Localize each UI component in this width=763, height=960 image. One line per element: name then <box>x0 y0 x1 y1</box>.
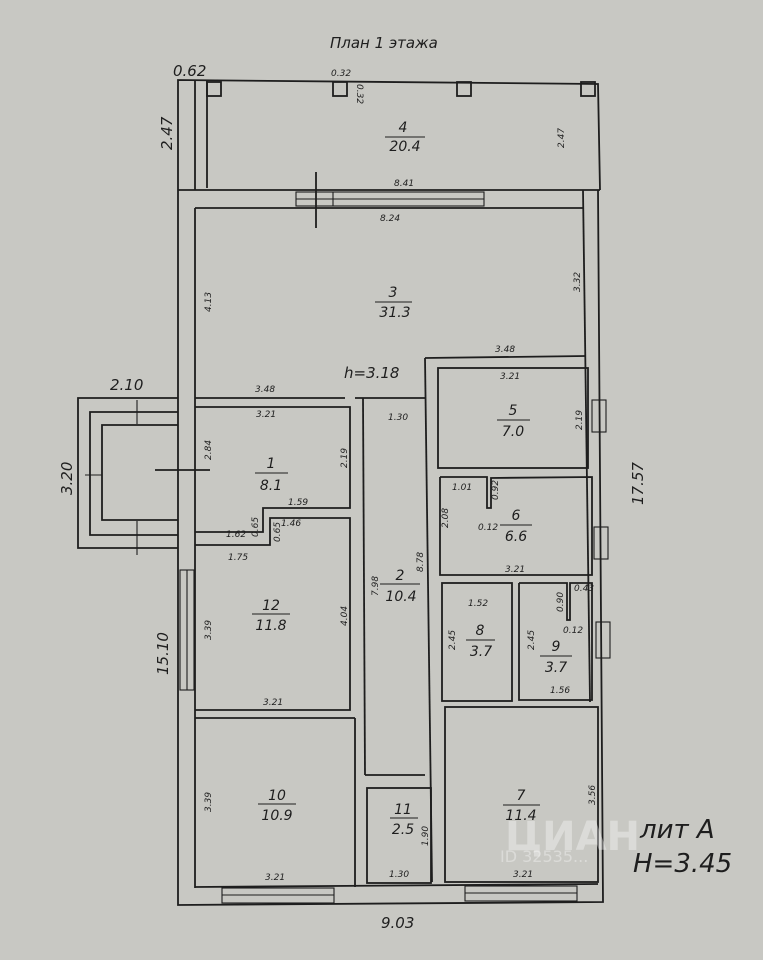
svg-text:0.32: 0.32 <box>354 84 364 104</box>
svg-text:2.19: 2.19 <box>575 410 585 430</box>
svg-text:3.48: 3.48 <box>495 345 515 355</box>
svg-text:8.41: 8.41 <box>394 179 414 189</box>
svg-text:0.90: 0.90 <box>556 592 566 612</box>
svg-text:3.21: 3.21 <box>263 698 283 708</box>
svg-text:3.7: 3.7 <box>545 660 567 676</box>
svg-text:6.6: 6.6 <box>505 529 527 545</box>
room-3-label: 331.3 <box>375 285 412 321</box>
svg-text:6: 6 <box>512 508 521 524</box>
svg-text:3.7: 3.7 <box>470 644 492 660</box>
svg-text:31.3: 31.3 <box>379 305 410 321</box>
svg-text:0.65: 0.65 <box>273 522 283 542</box>
svg-text:3.21: 3.21 <box>513 870 533 880</box>
svg-text:0.12: 0.12 <box>478 523 498 533</box>
svg-text:1.56: 1.56 <box>550 686 570 696</box>
svg-text:0.43: 0.43 <box>574 584 594 594</box>
svg-text:3.56: 3.56 <box>588 785 598 805</box>
svg-text:2.5: 2.5 <box>392 822 414 838</box>
svg-text:5: 5 <box>509 403 518 419</box>
svg-text:3.20: 3.20 <box>58 462 76 495</box>
plan-title: План 1 этажа <box>330 34 438 52</box>
svg-text:8.78: 8.78 <box>416 552 426 572</box>
svg-text:1.90: 1.90 <box>421 826 431 846</box>
porch <box>77 397 210 555</box>
svg-text:9: 9 <box>552 639 561 655</box>
room-5-label: 57.0 <box>497 403 530 440</box>
svg-text:1.62: 1.62 <box>226 530 246 540</box>
svg-text:3.21: 3.21 <box>265 873 285 883</box>
svg-text:2.08: 2.08 <box>441 508 451 528</box>
svg-text:10: 10 <box>268 788 286 804</box>
room-11-label: 112.5 <box>390 802 418 838</box>
room-4-label: 420.4 <box>385 120 425 155</box>
svg-text:12: 12 <box>262 598 280 614</box>
svg-text:1.01: 1.01 <box>452 483 472 493</box>
svg-text:2.45: 2.45 <box>527 630 537 650</box>
svg-text:0.62: 0.62 <box>173 62 206 80</box>
svg-text:4: 4 <box>399 120 408 136</box>
svg-text:1.30: 1.30 <box>389 870 409 880</box>
svg-text:3: 3 <box>389 285 398 301</box>
svg-text:3.21: 3.21 <box>500 372 520 382</box>
svg-text:2: 2 <box>396 568 405 584</box>
svg-text:2.84: 2.84 <box>204 440 214 460</box>
room-10-label: 10 10.9 <box>258 788 296 824</box>
svg-text:8: 8 <box>476 623 485 639</box>
svg-text:0.12: 0.12 <box>563 626 583 636</box>
svg-text:3.48: 3.48 <box>255 385 275 395</box>
svg-text:10.4: 10.4 <box>385 589 416 605</box>
svg-text:10.9: 10.9 <box>261 808 292 824</box>
veranda-walls <box>177 79 601 191</box>
room-8-label: 83.7 <box>466 623 495 660</box>
room-7-label: 711.4 <box>503 788 540 824</box>
svg-text:15.10: 15.10 <box>154 632 172 675</box>
svg-text:1.30: 1.30 <box>388 413 408 423</box>
svg-text:3.21: 3.21 <box>256 410 276 420</box>
svg-text:2.47: 2.47 <box>557 128 567 148</box>
room-12-label: 12 11.8 <box>252 598 290 634</box>
svg-text:11: 11 <box>394 802 412 818</box>
svg-text:1.52: 1.52 <box>468 599 488 609</box>
svg-text:3.32: 3.32 <box>573 272 583 292</box>
svg-text:9.03: 9.03 <box>381 914 414 932</box>
svg-text:2.45: 2.45 <box>448 630 458 650</box>
svg-text:7.98: 7.98 <box>371 576 381 596</box>
height-label: H=3.45 <box>633 849 732 879</box>
svg-text:1.46: 1.46 <box>281 519 301 529</box>
svg-text:ЦИАН: ЦИАН <box>505 814 640 860</box>
svg-text:1.75: 1.75 <box>228 553 248 563</box>
room-6-label: 66.6 <box>500 508 532 545</box>
svg-text:0.65: 0.65 <box>251 517 261 537</box>
svg-text:1: 1 <box>267 456 276 472</box>
cian-watermark: ЦИАН ID 32535... <box>500 814 640 866</box>
svg-text:4.04: 4.04 <box>340 606 350 626</box>
room-9-label: 93.7 <box>540 639 572 676</box>
svg-text:2.19: 2.19 <box>340 448 350 468</box>
svg-text:0.92: 0.92 <box>491 480 501 500</box>
svg-text:ID 32535...: ID 32535... <box>500 847 588 866</box>
svg-text:h=3.18: h=3.18 <box>344 364 399 382</box>
dimension-labels: 0.62 2.47 0.32 0.32 2.47 8.41 8.24 4.13 … <box>58 62 647 932</box>
room-1-label: 18.1 <box>255 456 288 494</box>
svg-text:2.47: 2.47 <box>158 116 176 150</box>
svg-text:11.8: 11.8 <box>255 618 286 634</box>
svg-text:7.0: 7.0 <box>502 424 524 440</box>
svg-text:20.4: 20.4 <box>389 139 420 155</box>
room-labels: 420.4 331.3 18.1 57.0 66.6 210.4 1211.8 … <box>252 120 572 838</box>
svg-text:17.57: 17.57 <box>629 462 647 505</box>
room-2-label: 210.4 <box>380 568 420 605</box>
svg-text:2.10: 2.10 <box>110 376 143 394</box>
svg-text:8.24: 8.24 <box>380 214 400 224</box>
svg-text:8.1: 8.1 <box>260 478 282 494</box>
svg-text:7: 7 <box>517 788 526 804</box>
liter-label: лит А <box>639 815 715 845</box>
svg-text:3.39: 3.39 <box>204 620 214 640</box>
svg-text:3.39: 3.39 <box>204 792 214 812</box>
svg-text:11.4: 11.4 <box>505 808 536 824</box>
interior-walls <box>195 355 599 887</box>
svg-text:3.21: 3.21 <box>505 565 525 575</box>
svg-text:1.59: 1.59 <box>288 498 308 508</box>
svg-text:4.13: 4.13 <box>204 292 214 312</box>
svg-text:0.32: 0.32 <box>331 69 351 79</box>
